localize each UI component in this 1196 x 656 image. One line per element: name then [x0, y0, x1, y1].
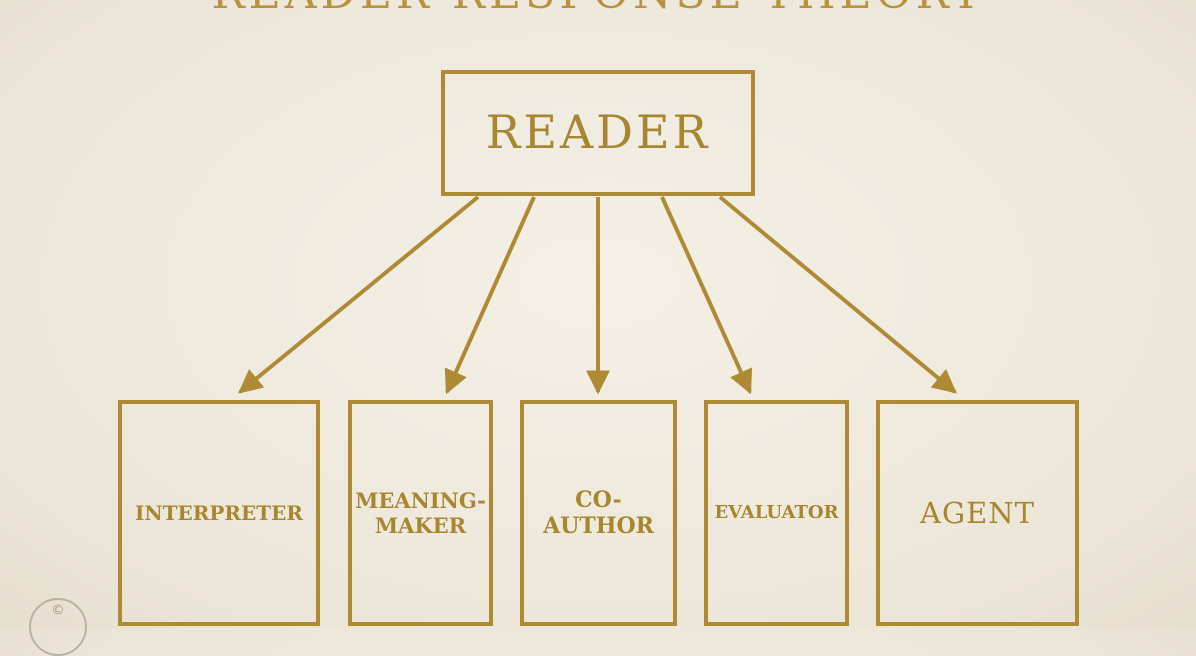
arrow-to-meaning-maker — [444, 196, 536, 395]
interpreter-label: INTERPRETER — [134, 501, 304, 525]
arrow-to-interpreter — [238, 195, 480, 394]
meaning-maker-label: MEANING- MAKER — [355, 487, 486, 538]
connector-layer — [238, 195, 957, 395]
reader-label: READER — [485, 105, 711, 160]
interpreter-box: INTERPRETER — [118, 400, 320, 626]
meaning-maker-box: MEANING- MAKER — [348, 400, 493, 626]
arrow-to-agent — [718, 195, 957, 394]
arrow-to-evaluator — [660, 196, 753, 395]
co-author-box: CO- AUTHOR — [520, 400, 677, 626]
evaluator-label: EVALUATOR — [714, 502, 839, 524]
evaluator-box: EVALUATOR — [704, 400, 849, 626]
copyright-watermark: © — [29, 598, 87, 656]
reader-box: READER — [441, 70, 755, 196]
co-author-label: CO- AUTHOR — [543, 486, 654, 539]
agent-box: AGENT — [876, 400, 1079, 626]
agent-label: AGENT — [920, 495, 1035, 530]
copyright-symbol: © — [51, 603, 65, 618]
diagram-title: READER-RESPONSE THEORY — [0, 0, 1196, 19]
